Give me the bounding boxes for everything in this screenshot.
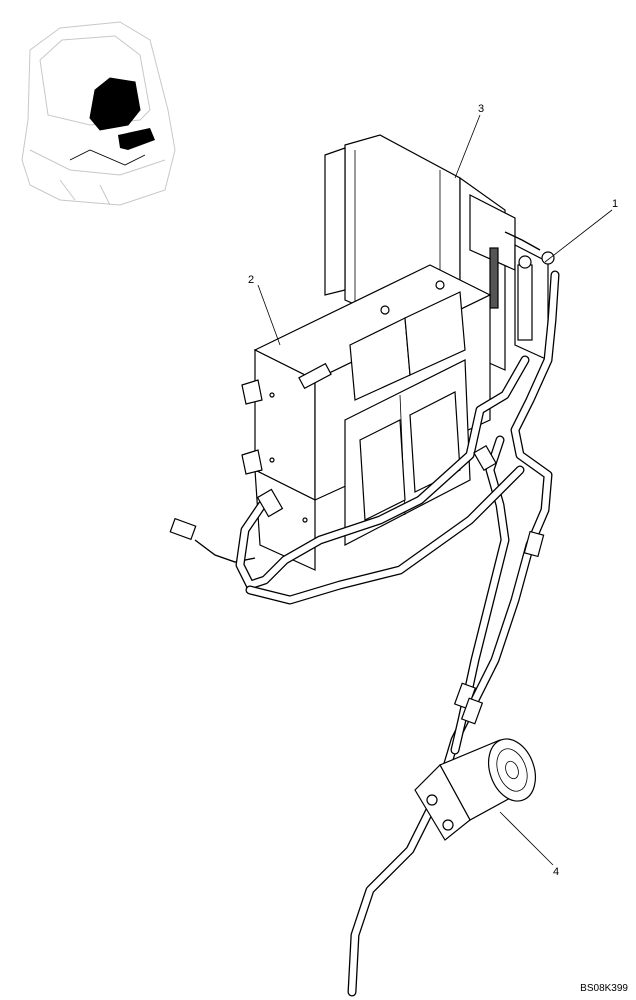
evaporator-housing [241, 264, 492, 571]
callout-2: 2 [248, 274, 254, 286]
receiver-drier [504, 231, 555, 361]
callout-4: 4 [553, 866, 559, 878]
machine-locator-inset [21, 21, 176, 206]
callout-3: 3 [478, 103, 484, 115]
reference-code: BS08K399 [580, 983, 628, 994]
refrigerant-hoses [235, 270, 560, 997]
compressor [414, 738, 536, 841]
callout-1: 1 [612, 198, 618, 210]
highlight-region [89, 77, 141, 131]
leader-lines [257, 114, 613, 866]
